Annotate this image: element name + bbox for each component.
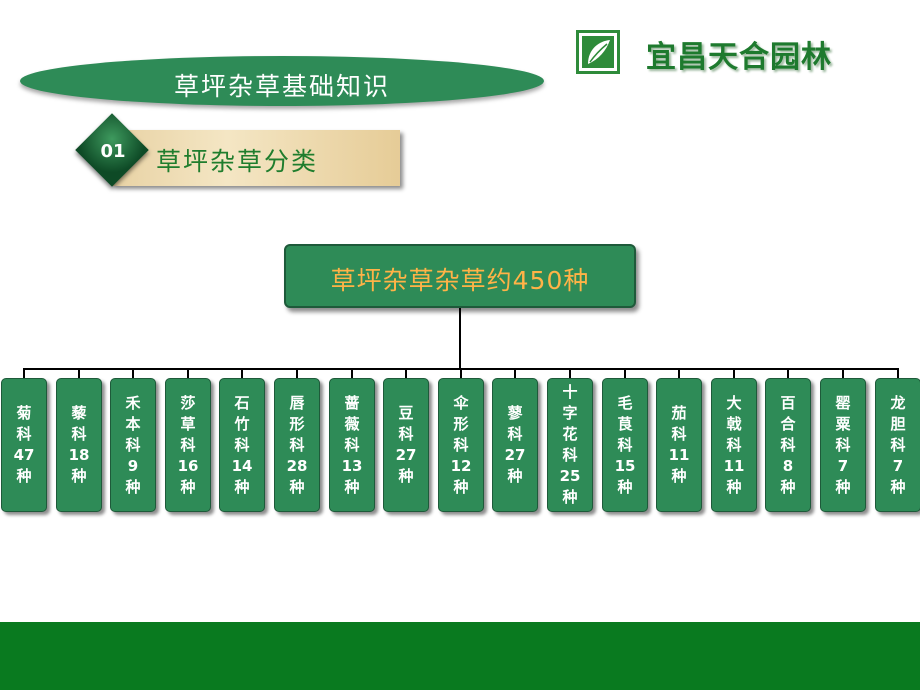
leaf-connector xyxy=(351,368,353,378)
leaf-node: 毛 茛 科 15 种 xyxy=(602,378,648,512)
leaf-label: 唇 形 科 28 种 xyxy=(286,393,308,496)
leaf-connector xyxy=(296,368,298,378)
leaf-node: 茄 科 11 种 xyxy=(656,378,702,512)
leaf-label: 龙 胆 科 7 种 xyxy=(890,393,906,496)
leaf-node: 十 字 花 科 25 种 xyxy=(547,378,593,512)
leaf-connector xyxy=(514,368,516,378)
leaf-connector xyxy=(897,368,899,378)
leaf-connector xyxy=(23,368,25,378)
title-banner: 草坪杂草基础知识 xyxy=(20,56,544,106)
leaf-node: 蔷 薇 科 13 种 xyxy=(329,378,375,512)
leaf-node: 藜 科 18 种 xyxy=(56,378,102,512)
leaf-connector xyxy=(241,368,243,378)
leaf-label: 藜 科 18 种 xyxy=(68,404,90,485)
leaf-node: 大 戟 科 11 种 xyxy=(711,378,757,512)
leaf-label: 豆 科 27 种 xyxy=(395,404,417,485)
leaf-label: 伞 形 科 12 种 xyxy=(450,393,472,496)
leaf-node: 菊 科 47 种 xyxy=(1,378,47,512)
leaf-connector xyxy=(842,368,844,378)
page-title: 草坪杂草基础知识 xyxy=(173,72,390,101)
leaf-label: 百 合 科 8 种 xyxy=(780,393,796,496)
leaf-label: 菊 科 47 种 xyxy=(13,404,35,485)
leaf-connector xyxy=(733,368,735,378)
leaf-label: 大 戟 科 11 种 xyxy=(723,393,745,496)
leaf-label: 罂 粟 科 7 种 xyxy=(835,393,851,496)
leaf-label: 莎 草 科 16 种 xyxy=(177,393,199,496)
leaf-connector xyxy=(569,368,571,378)
leaf-connector xyxy=(405,368,407,378)
leaf-label: 石 竹 科 14 种 xyxy=(231,393,253,496)
leaf-node: 石 竹 科 14 种 xyxy=(219,378,265,512)
section-number: 01 xyxy=(100,141,126,162)
leaf-node: 禾 本 科 9 种 xyxy=(110,378,156,512)
trunk-connector xyxy=(459,308,461,370)
leaf-node: 莎 草 科 16 种 xyxy=(165,378,211,512)
leaf-connector xyxy=(678,368,680,378)
brand-name: 宜昌天合园林 xyxy=(646,40,832,75)
leaf-connector xyxy=(187,368,189,378)
leaf-connector xyxy=(624,368,626,378)
root-label: 草坪杂草杂草约450种 xyxy=(330,266,590,295)
leaf-label: 蔷 薇 科 13 种 xyxy=(341,393,363,496)
root-node: 草坪杂草杂草约450种 xyxy=(284,244,636,308)
leaf-label: 十 字 花 科 25 种 xyxy=(559,383,581,506)
leaf-node: 唇 形 科 28 种 xyxy=(274,378,320,512)
leaf-node: 龙 胆 科 7 种 xyxy=(875,378,920,512)
leaf-node: 罂 粟 科 7 种 xyxy=(820,378,866,512)
leaf-logo-icon xyxy=(582,36,614,68)
footer-band xyxy=(0,622,920,690)
section-banner: 草坪杂草分类 xyxy=(112,130,400,186)
leaf-connector xyxy=(460,368,462,378)
leaf-node: 豆 科 27 种 xyxy=(383,378,429,512)
leaf-node: 百 合 科 8 种 xyxy=(765,378,811,512)
section-label: 草坪杂草分类 xyxy=(156,147,319,176)
leaf-connector xyxy=(78,368,80,378)
leaf-connector xyxy=(787,368,789,378)
leaf-label: 禾 本 科 9 种 xyxy=(125,393,141,496)
leaf-node: 蓼 科 27 种 xyxy=(492,378,538,512)
leaf-label: 蓼 科 27 种 xyxy=(504,404,526,485)
leaf-label: 茄 科 11 种 xyxy=(668,404,690,485)
leaf-connector xyxy=(132,368,134,378)
leaf-node: 伞 形 科 12 种 xyxy=(438,378,484,512)
leaf-label: 毛 茛 科 15 种 xyxy=(614,393,636,496)
brand-logo xyxy=(576,30,620,74)
